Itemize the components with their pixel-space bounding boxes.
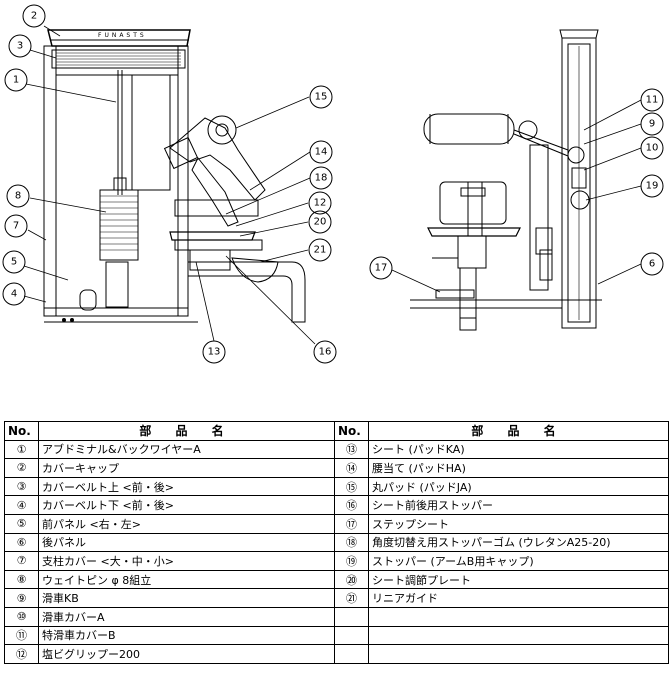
part-no-right: ㉑ [334, 588, 369, 608]
part-name-right: シート調節プレート [368, 569, 669, 590]
part-no-left: ⑫ [4, 644, 39, 664]
callout-17: 17 [375, 263, 388, 274]
part-name-left: アブドミナル&バックワイヤーA [38, 439, 335, 460]
table-header-row: No. 部 品 名 No. 部 品 名 [4, 421, 669, 441]
part-no-left: ④ [4, 495, 39, 515]
part-name-left: カバーベルト上 <前・後> [38, 476, 335, 497]
part-name-right [368, 625, 669, 646]
part-no-left: ⑨ [4, 588, 39, 608]
callout-4: 4 [11, 289, 17, 300]
part-no-left: ⑧ [4, 569, 39, 590]
callout-11: 11 [646, 95, 659, 106]
header-name-right: 部 品 名 [368, 421, 669, 441]
callout-10: 10 [646, 143, 659, 154]
part-no-left: ⑤ [4, 513, 39, 534]
header-no-right: No. [334, 421, 369, 441]
part-no-left: ③ [4, 476, 39, 497]
callout-8: 8 [15, 191, 21, 202]
part-no-right: ⑮ [334, 476, 369, 497]
part-no-right: ⑭ [334, 458, 369, 478]
part-no-left: ② [4, 458, 39, 478]
part-name-left: 前パネル <右・左> [38, 513, 335, 534]
callout-13: 13 [208, 347, 221, 358]
machine-diagram: FUNASTS 2 3 1 8 7 5 4 15 14 18 12 20 21 … [2, 4, 664, 364]
part-no-left: ⑥ [4, 532, 39, 553]
part-no-right [334, 644, 369, 664]
part-no-right: ⑳ [334, 569, 369, 590]
part-no-right [334, 625, 369, 646]
part-name-right: 角度切替え用ストッパーゴム (ウレタンA25-20) [368, 532, 669, 553]
callout-9: 9 [649, 119, 655, 130]
side-view [410, 29, 602, 331]
callout-6: 6 [649, 259, 655, 270]
part-no-right: ⑰ [334, 513, 369, 534]
header-name-left: 部 品 名 [38, 421, 335, 441]
callout-5: 5 [11, 257, 17, 268]
callout-2: 2 [31, 11, 37, 22]
part-no-right: ⑯ [334, 495, 369, 515]
part-name-right [368, 644, 669, 664]
callout-14: 14 [315, 147, 328, 158]
part-no-right: ⑬ [334, 439, 369, 460]
header-no-left: No. [4, 421, 39, 441]
part-name-right: ステップシート [368, 513, 669, 534]
part-name-left: 塩ビグリップー200 [38, 644, 335, 664]
part-no-right: ⑱ [334, 532, 369, 553]
part-name-left: カバーベルト下 <前・後> [38, 495, 335, 515]
callout-16: 16 [319, 347, 332, 358]
callout-19: 19 [646, 181, 659, 192]
callout-12: 12 [314, 198, 327, 209]
callout-3: 3 [17, 41, 23, 52]
part-no-left: ⑦ [4, 551, 39, 571]
part-no-left: ① [4, 439, 39, 460]
part-name-right [368, 606, 669, 627]
brand-text: FUNASTS [98, 32, 147, 39]
part-name-left: カバーキャップ [38, 458, 335, 478]
callout-21: 21 [314, 245, 327, 256]
callout-bubbles [2, 4, 664, 364]
callout-7: 7 [13, 221, 19, 232]
part-name-right: シート (パッドKA) [368, 439, 669, 460]
part-no-right: ⑲ [334, 551, 369, 571]
part-name-right: 腰当て (パッドHA) [368, 458, 669, 478]
part-name-left: 滑車KB [38, 588, 335, 608]
part-name-right: 丸パッド (パッドJA) [368, 476, 669, 497]
part-name-left: 後パネル [38, 532, 335, 553]
callout-1: 1 [13, 75, 19, 86]
part-name-right: リニアガイド [368, 588, 669, 608]
part-no-left: ⑩ [4, 606, 39, 627]
part-no-right [334, 606, 369, 627]
part-name-left: 特滑車カバーB [38, 625, 335, 646]
part-name-left: ウェイトピン φ 8組立 [38, 569, 335, 590]
callout-20: 20 [314, 217, 327, 228]
callout-15: 15 [315, 92, 328, 103]
part-name-left: 支柱カバー <大・中・小> [38, 551, 335, 571]
part-name-left: 滑車カバーA [38, 606, 335, 627]
front-view [43, 29, 306, 323]
part-name-right: シート前後用ストッパー [368, 495, 669, 515]
part-no-left: ⑪ [4, 625, 39, 646]
part-name-right: ストッパー (アームB用キャップ) [368, 551, 669, 571]
callout-18: 18 [315, 173, 328, 184]
callout-leaders [23, 25, 642, 345]
